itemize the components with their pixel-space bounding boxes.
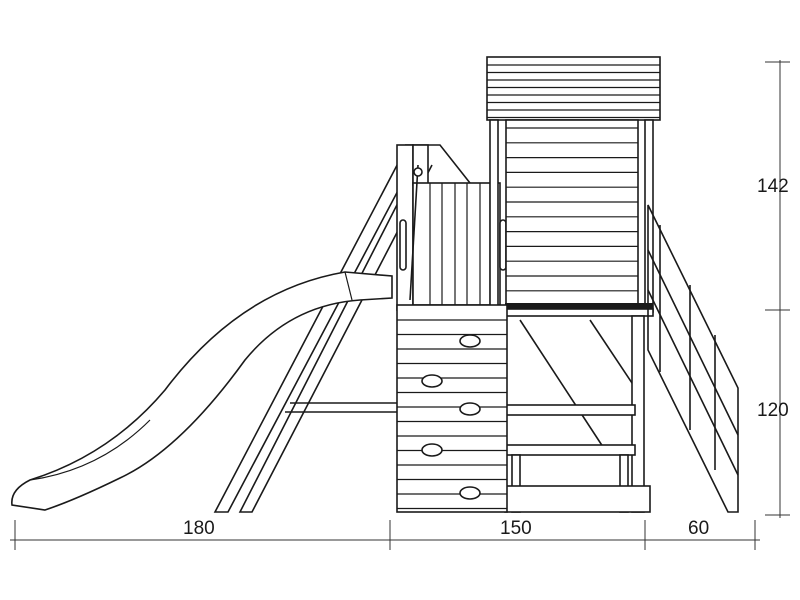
climbing-hold [421, 443, 443, 457]
dimension-label-stairs-width: 60 [688, 518, 710, 539]
climbing-hold [421, 374, 443, 388]
slide [11, 271, 393, 511]
stair-railing [647, 204, 739, 513]
dimension-lines [10, 60, 790, 550]
dimension-label-tower-width: 150 [500, 518, 532, 539]
dimension-label-lower-height: 120 [757, 400, 789, 421]
climbing-wall [396, 304, 508, 513]
tower [489, 119, 654, 317]
climbing-hold [459, 334, 481, 348]
under-deck [504, 315, 651, 513]
climbing-hold [459, 486, 481, 500]
roof [486, 56, 661, 121]
climbing-hold [459, 402, 481, 416]
swing-tower [396, 144, 507, 311]
dimension-label-slide-width: 180 [183, 518, 215, 539]
dimension-label-upper-height: 142 [757, 176, 789, 197]
